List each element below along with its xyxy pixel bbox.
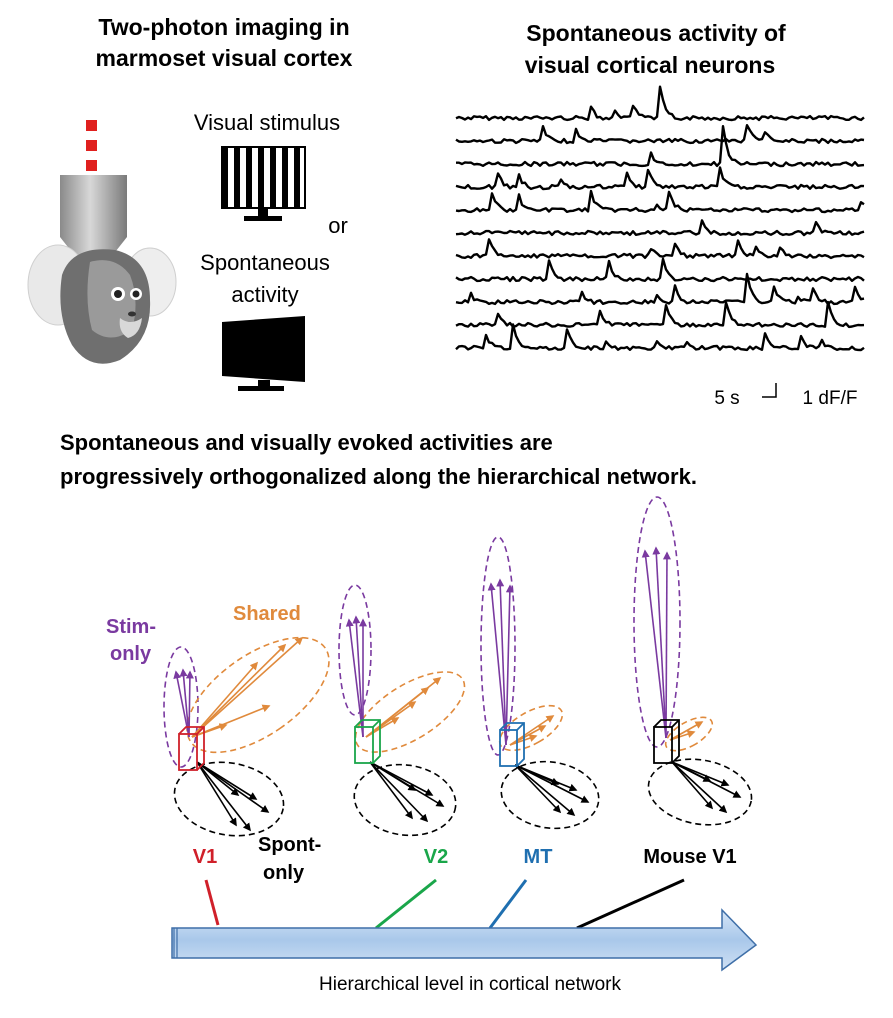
activity-trace-3: [456, 125, 865, 168]
v2-spont-ellipse: [353, 763, 457, 837]
scale-amp-label: 1 dF/F: [803, 388, 858, 409]
spontaneous-label-line1: Spontaneous: [200, 250, 330, 275]
area-mt-vectors: [480, 536, 600, 830]
mouse-stim-ellipse: [633, 496, 681, 748]
scale-time-label: 5 s: [714, 388, 739, 409]
shared-label: Shared: [233, 603, 301, 625]
traces-panel: Spontaneous activity of visual cortical …: [455, 20, 865, 409]
area-label-v2: V2: [424, 846, 448, 868]
area-label-mouse-v1: Mouse V1: [643, 846, 736, 868]
activity-trace-11: [455, 323, 865, 352]
v1-cube-icon: [178, 726, 205, 771]
marmoset-icon: [27, 244, 177, 364]
v1-spont-ellipse: [173, 761, 285, 837]
grating-monitor-icon: [221, 146, 306, 221]
objective-icon: [60, 175, 127, 256]
mouse-v1-connector: [576, 878, 685, 930]
spontaneous-label-line2: activity: [231, 282, 298, 307]
imaging-panel: Two-photon imaging in marmoset visual co…: [27, 14, 353, 391]
imaging-title-line2: marmoset visual cortex: [96, 45, 353, 71]
v2-shared-ellipse: [354, 671, 466, 753]
visual-stimulus-label: Visual stimulus: [194, 110, 340, 135]
activity-trace-6: [455, 219, 865, 237]
v2-connector: [375, 878, 437, 930]
v2-cube-icon: [354, 719, 381, 764]
mouse-v1-cube-icon: [653, 719, 680, 764]
activity-trace-7: [455, 238, 865, 260]
spont-only-label-line2: only: [263, 862, 305, 884]
mt-stim-ellipse: [480, 536, 516, 756]
mouse-spont-ellipse: [647, 758, 753, 826]
activity-trace-1: [455, 85, 865, 122]
area-label-mt: MT: [524, 846, 553, 868]
mt-spont-ellipse: [500, 760, 600, 830]
v1-stim-ellipse: [163, 646, 199, 768]
traces-title-line2: visual cortical neurons: [525, 52, 776, 78]
area-v2-vectors: [338, 584, 466, 837]
activity-trace-9: [455, 272, 865, 306]
conclusion-line2: progressively orthogonalized along the h…: [60, 464, 697, 489]
area-mouse-v1-vectors: [633, 496, 753, 826]
activity-traces: [455, 85, 865, 352]
stim-only-label-line1: Stim-: [106, 616, 156, 638]
activity-trace-2: [455, 124, 865, 145]
mouse-shared-ellipse: [664, 716, 714, 752]
dark-monitor-icon: [222, 316, 305, 391]
orthogonalization-diagram: Stim- only Shared Spont- only: [106, 496, 758, 995]
activity-trace-8: [455, 257, 865, 283]
mt-connector: [488, 879, 528, 929]
spont-only-label-line1: Spont-: [258, 834, 321, 856]
axis-label: Hierarchical level in cortical network: [319, 974, 621, 995]
activity-trace-10: [455, 300, 865, 329]
or-label: or: [328, 213, 348, 238]
area-label-v1: V1: [193, 846, 217, 868]
mt-cube-icon: [499, 722, 525, 767]
conclusion-line1: Spontaneous and visually evoked activiti…: [60, 430, 553, 455]
hierarchy-axis-arrow: [171, 908, 758, 972]
stim-only-label-line2: only: [110, 643, 152, 665]
traces-title-line1: Spontaneous activity of: [526, 20, 786, 46]
scale-bar: [762, 383, 777, 398]
v1-shared-ellipse: [186, 636, 330, 754]
v1-connector: [204, 879, 220, 926]
imaging-title-line1: Two-photon imaging in: [98, 14, 349, 40]
laser-beam-icon: [86, 120, 97, 171]
area-v1-vectors: [163, 636, 330, 837]
activity-trace-4: [455, 166, 865, 191]
v2-stim-ellipse: [338, 584, 372, 716]
activity-trace-5: [455, 189, 865, 214]
